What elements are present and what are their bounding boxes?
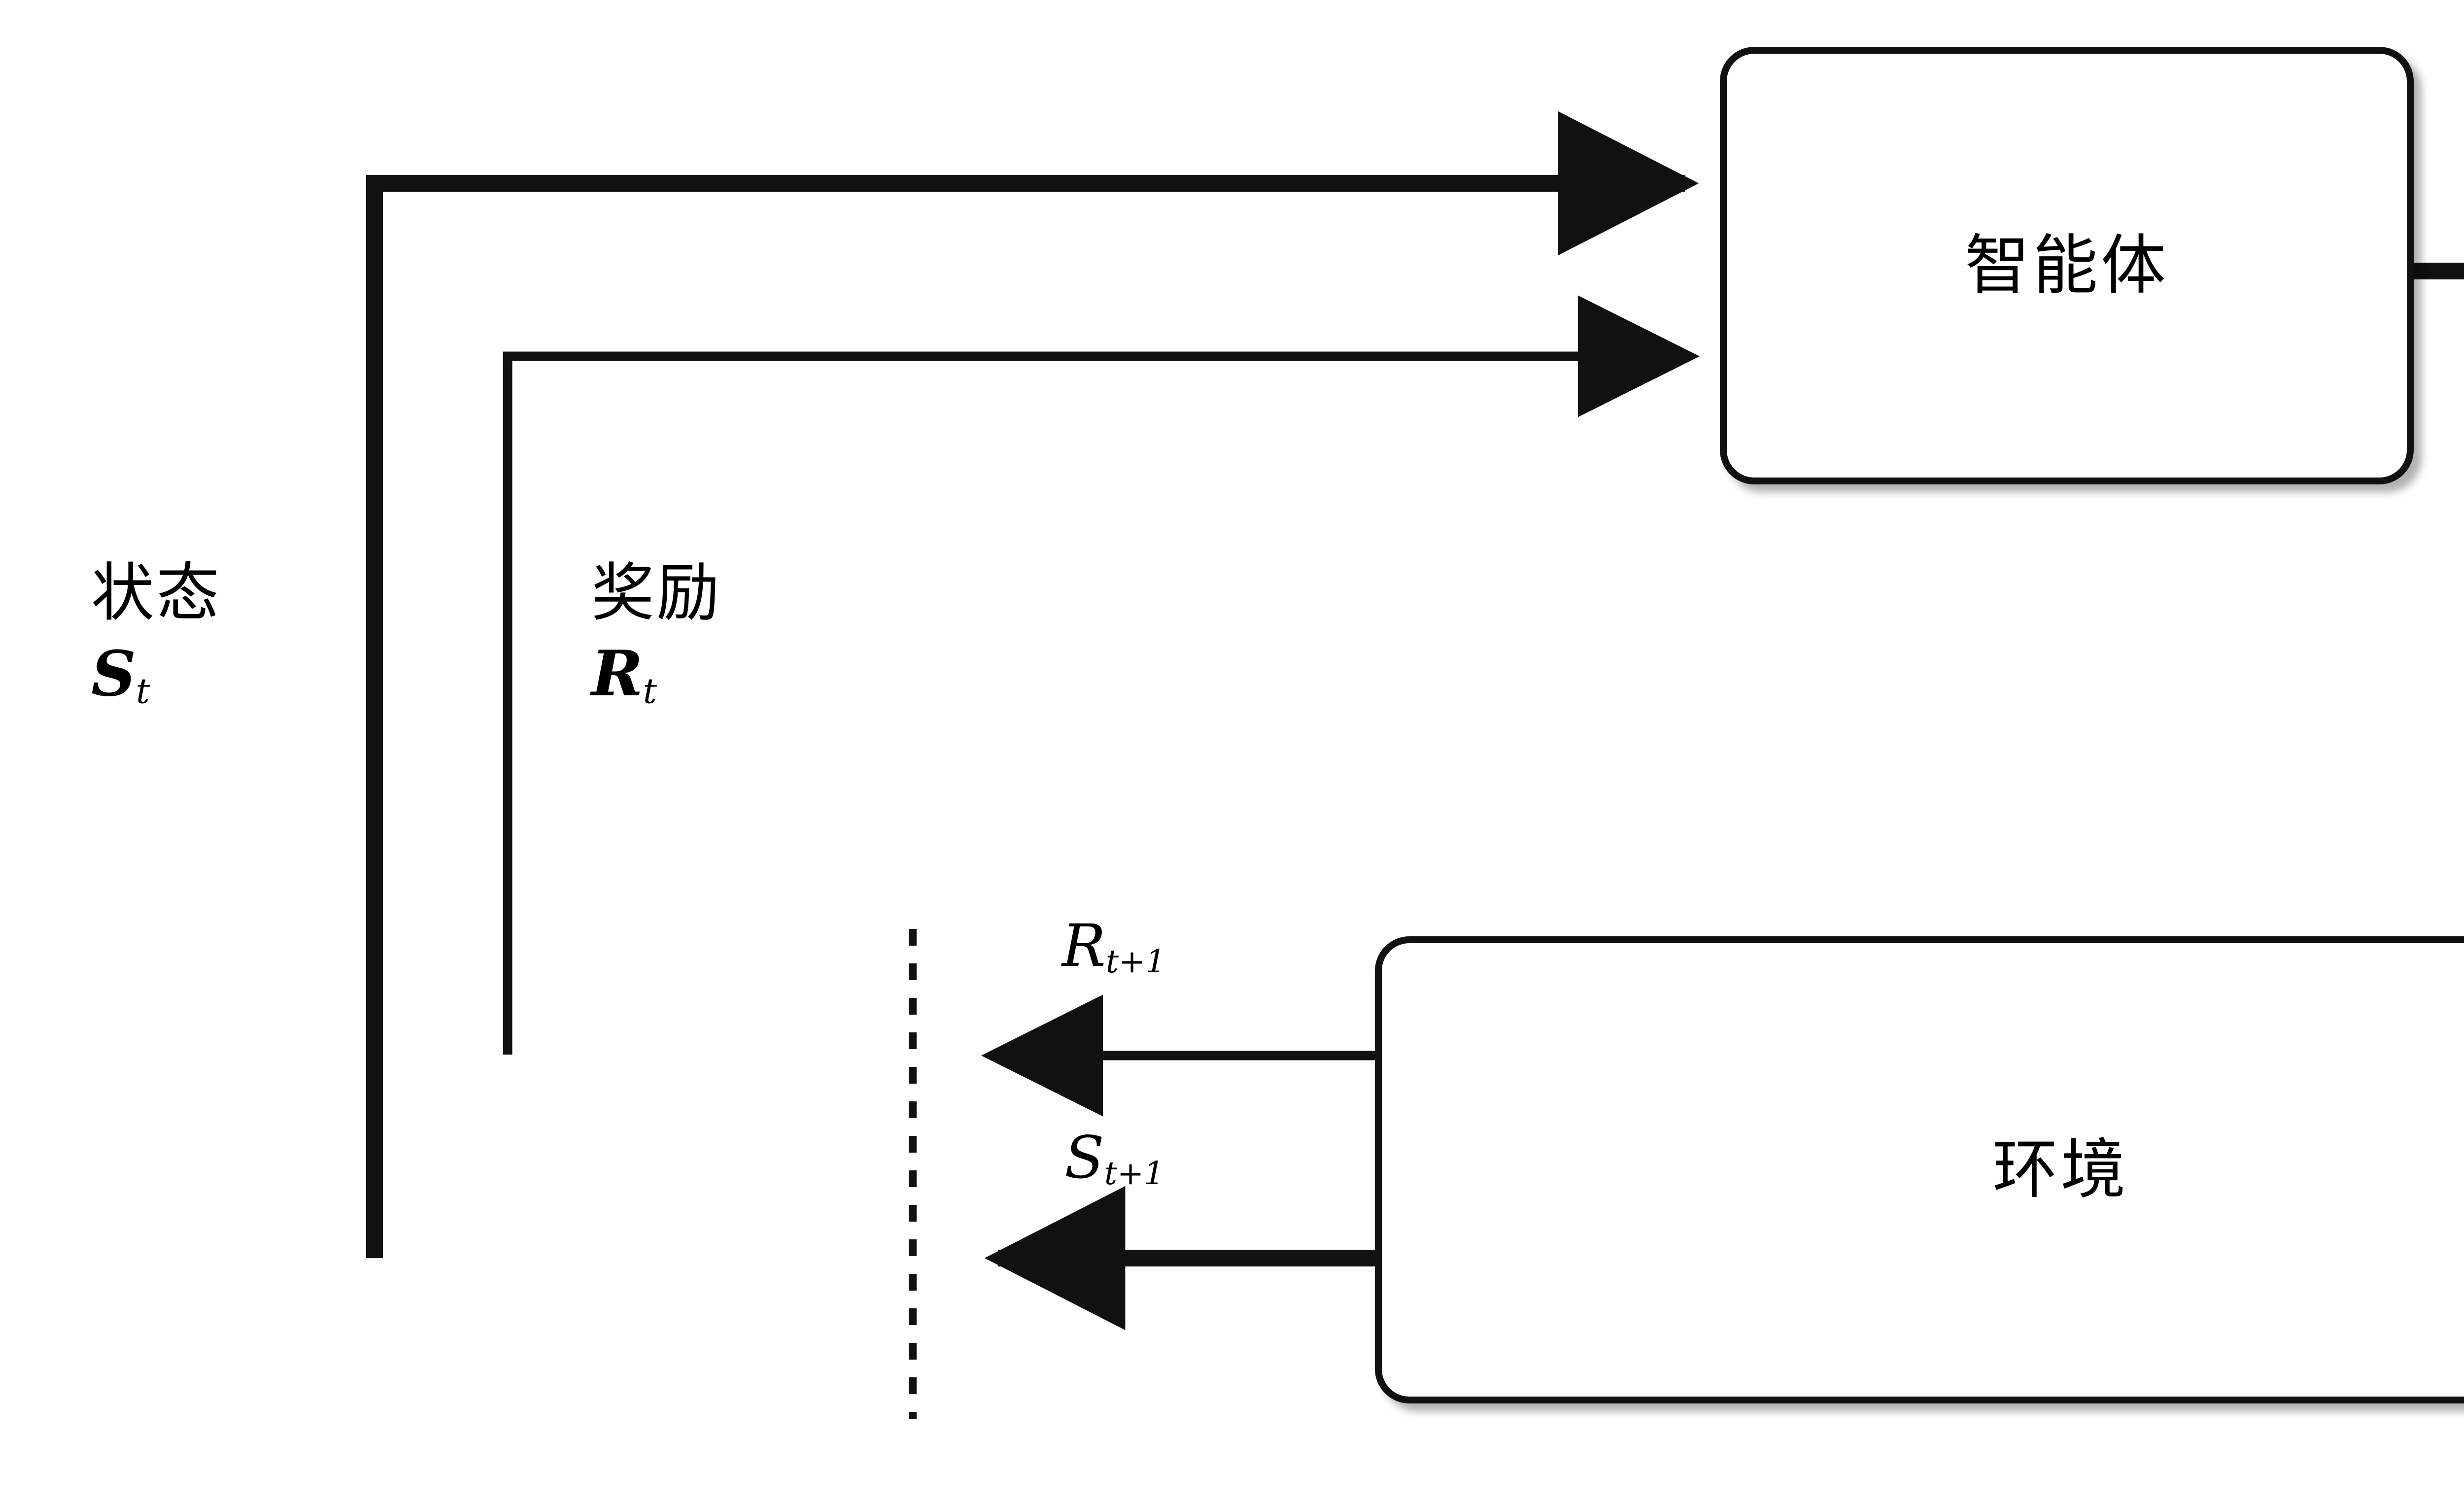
reward-symbol-base: R [591,637,643,710]
state-next-sub: t+1 [1104,1155,1164,1192]
state-next-symbol: St+1 [1064,1128,1164,1190]
reward-next-sub: t+1 [1105,943,1166,980]
reward-next-base: R [1062,912,1106,980]
agent-box[interactable]: 智能体 [1720,47,2414,484]
reward-symbol-sub: t [643,671,657,712]
edge-state-loop [366,111,1699,1258]
reward-symbol: Rt [591,643,721,709]
reward-label-cn: 奖励 [591,556,722,630]
environment-label: 环境 [1992,1132,2129,1208]
environment-box[interactable]: 环境 [1375,936,2464,1403]
edge-reward-loop [503,295,1700,1055]
reward-next-symbol: Rt+1 [1062,917,1166,978]
reward-label-group: 奖励 Rt [591,562,721,709]
state-label-cn: 状态 [91,556,222,630]
state-symbol-sub: t [136,671,150,712]
agent-label: 智能体 [1965,228,2169,304]
state-symbol-base: S [91,637,136,710]
state-symbol: St [91,643,221,709]
state-label-group: 状态 St [91,562,221,709]
state-next-base: S [1064,1124,1104,1192]
